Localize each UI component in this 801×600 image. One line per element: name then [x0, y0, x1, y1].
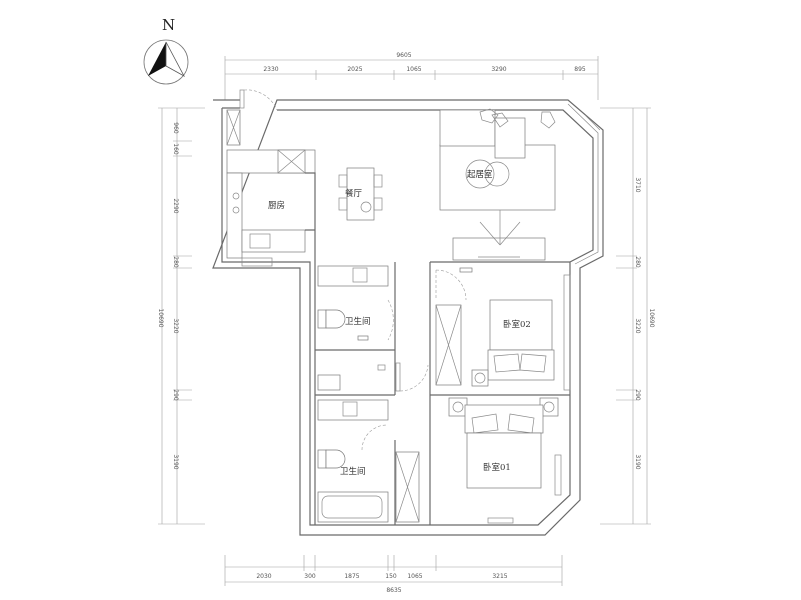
dim-bottom-3: 150	[385, 573, 397, 580]
bedroom-01: 卧室01	[448, 397, 562, 524]
dim-left-4: 3220	[172, 318, 179, 333]
dim-right-1: 280	[634, 256, 641, 268]
top-dimensions: 9605 2330 2025 1065 3290 895	[224, 52, 599, 100]
door-leaf	[395, 362, 401, 392]
dim-bottom-4: 1065	[407, 573, 422, 580]
bed-02	[489, 299, 553, 351]
dim-left-1: 160	[172, 143, 179, 155]
north-label: N	[162, 16, 175, 34]
nightstand	[471, 369, 489, 387]
basin-icon	[352, 267, 368, 283]
dim-left-5: 290	[172, 389, 179, 401]
toilet-tank	[317, 449, 327, 469]
dim-bottom-5: 3215	[492, 573, 507, 580]
kitchen-counter-left	[226, 172, 243, 259]
bathroom-2: 卫生间	[317, 399, 420, 523]
sink-counter	[241, 229, 306, 253]
headboard-01	[464, 404, 544, 434]
vanity	[317, 399, 389, 421]
dim-right-0: 3710	[634, 177, 641, 192]
bathtub	[317, 491, 389, 523]
dim-top-1: 2025	[347, 66, 362, 73]
toilet-icon	[325, 449, 346, 469]
bathroom-1: 卫生间	[317, 265, 429, 392]
dim-top-0: 2330	[263, 66, 278, 73]
dim-right-total: 10690	[648, 308, 655, 327]
room-label-kitchen: 厨房	[268, 200, 285, 211]
basin-icon	[342, 401, 358, 417]
room-label-bedroom02: 卧室02	[503, 319, 531, 330]
dim-bottom-2: 1875	[344, 573, 359, 580]
dim-left-total: 10690	[157, 308, 164, 327]
nightstand	[448, 397, 468, 417]
dim-top-3: 3290	[491, 66, 506, 73]
dim-left-2: 2290	[172, 198, 179, 213]
dim-left-6: 3190	[172, 454, 179, 469]
dim-left-3: 280	[172, 256, 179, 268]
stove-burner-icon	[232, 192, 240, 200]
headboard-02	[487, 349, 555, 381]
north-compass: N	[143, 16, 189, 85]
left-dimensions: 960 160 2290 280 3220 290 3190 10690	[157, 107, 205, 525]
dim-bottom-total: 8635	[386, 587, 401, 594]
room-label-bath2: 卫生间	[340, 466, 366, 477]
tv-cabinet	[452, 237, 546, 261]
dim-right-4: 3190	[634, 454, 641, 469]
dim-right-3: 290	[634, 389, 641, 401]
room-label-bath1: 卫生间	[345, 316, 371, 327]
dim-top-2: 1065	[406, 66, 421, 73]
dining-table	[346, 167, 375, 221]
compass-circle-icon	[143, 39, 189, 85]
kitchen: 厨房	[226, 109, 316, 267]
sofa-chaise	[494, 117, 526, 159]
coffee-table-icon	[465, 159, 495, 189]
outer-walls	[212, 89, 604, 536]
room-label-bedroom01: 卧室01	[483, 462, 511, 473]
compass-needle-icon	[148, 42, 166, 76]
toilet-tank	[317, 309, 327, 329]
bedroom-02: 卧室02	[435, 267, 571, 391]
dim-top-total: 9605	[396, 52, 411, 59]
lamp-icon	[543, 401, 555, 413]
room-label-dining: 餐厅	[345, 189, 363, 199]
room-label-living: 起居室	[467, 169, 493, 180]
dining-area: 餐厅	[338, 167, 383, 221]
dim-bottom-1: 300	[304, 573, 316, 580]
sofa	[439, 109, 496, 147]
toilet-icon	[325, 309, 346, 329]
stove-burner-icon	[232, 206, 240, 214]
lamp-icon	[474, 372, 486, 384]
interior-walls	[305, 172, 570, 525]
bed-01	[466, 432, 542, 489]
living-room: 起居室	[439, 108, 556, 261]
right-dimensions: 3710 280 3220 290 3190 10690	[600, 107, 655, 525]
dim-left-0: 960	[172, 122, 179, 134]
dim-bottom-0: 2030	[256, 573, 271, 580]
dim-top-4: 895	[574, 66, 586, 73]
plant-icon	[360, 201, 372, 213]
dim-right-2: 3220	[634, 318, 641, 333]
sink-icon	[249, 233, 271, 249]
lamp-icon	[452, 401, 464, 413]
bottom-dimensions: 2030 300 1875 150 1065 3215 8635	[224, 555, 563, 594]
